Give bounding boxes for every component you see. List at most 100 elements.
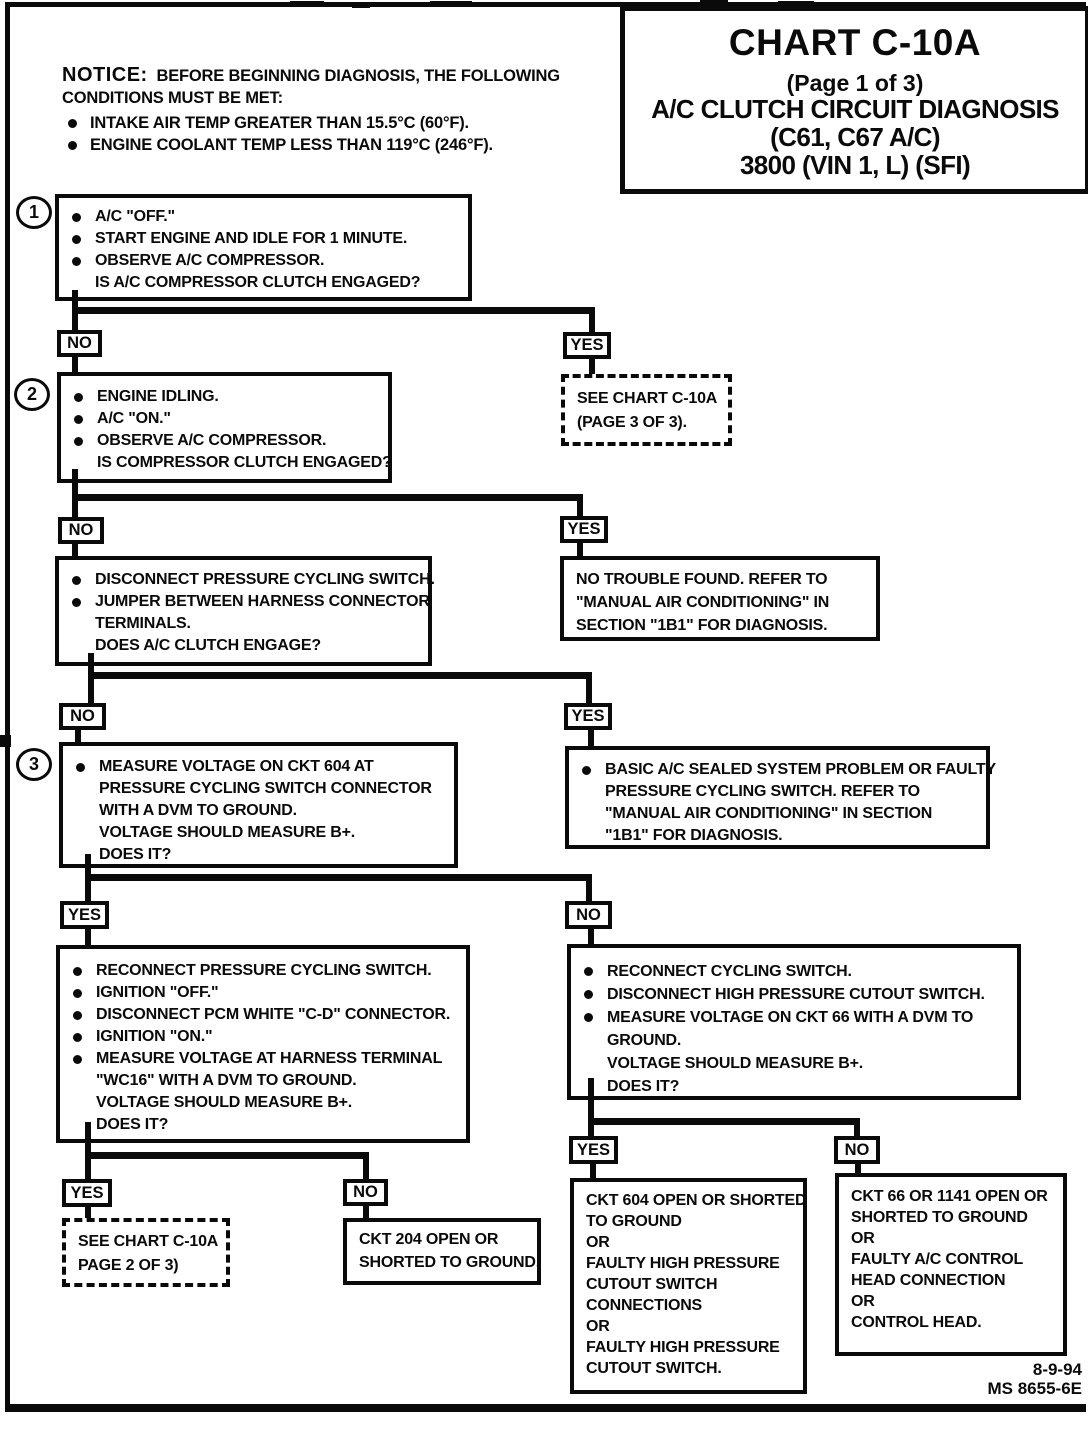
node-line: GROUND. bbox=[607, 1032, 682, 1049]
connector-line bbox=[85, 1152, 369, 1159]
flow-node-step2: ENGINE IDLING. A/C "ON." OBSERVE A/C COM… bbox=[57, 372, 392, 483]
flow-node-ckt66-fault: CKT 66 OR 1141 OPEN OR SHORTED TO GROUND… bbox=[835, 1173, 1067, 1356]
node-line: DOES A/C CLUTCH ENGAGE? bbox=[95, 637, 321, 654]
step-circle-3: 3 bbox=[16, 748, 52, 781]
connector-line bbox=[85, 1206, 91, 1220]
node-line: BASIC A/C SEALED SYSTEM PROBLEM OR FAULT… bbox=[605, 761, 996, 778]
notice-item: INTAKE AIR TEMP GREATER THAN 15.5°C (60°… bbox=[62, 112, 567, 134]
node-line: MEASURE VOLTAGE ON CKT 66 WITH A DVM TO bbox=[607, 1009, 974, 1026]
chart-subtitle-codes: (C61, C67 A/C) bbox=[770, 122, 940, 152]
flow-node-reconnect-pcs: RECONNECT PRESSURE CYCLING SWITCH. IGNIT… bbox=[56, 945, 470, 1143]
decision-tag-no: NO bbox=[57, 330, 102, 357]
decision-tag-no: NO bbox=[58, 517, 104, 544]
node-line: SEE CHART C-10A bbox=[78, 1233, 219, 1250]
node-line: "1B1" FOR DIAGNOSIS. bbox=[605, 827, 783, 844]
flow-node-no-trouble: NO TROUBLE FOUND. REFER TO "MANUAL AIR C… bbox=[560, 556, 880, 641]
node-line: SECTION "1B1" FOR DIAGNOSIS. bbox=[576, 617, 828, 634]
decision-tag-no: NO bbox=[343, 1179, 388, 1206]
connector-line bbox=[577, 501, 583, 517]
footer-doc-code: MS 8655-6E bbox=[987, 1379, 1083, 1398]
scan-artifact bbox=[700, 0, 728, 5]
connector-line bbox=[85, 929, 91, 946]
node-line: CKT 66 OR 1141 OPEN OR bbox=[851, 1188, 1048, 1205]
decision-tag-no: NO bbox=[59, 703, 106, 730]
node-line: DISCONNECT HIGH PRESSURE CUTOUT SWITCH. bbox=[607, 986, 985, 1003]
flow-node-basic-ac: BASIC A/C SEALED SYSTEM PROBLEM OR FAULT… bbox=[565, 746, 996, 849]
node-line: IGNITION "OFF." bbox=[96, 984, 219, 1001]
node-line: SEE CHART C-10A bbox=[577, 390, 718, 407]
connector-line bbox=[72, 290, 78, 309]
node-line: CUTOUT SWITCH bbox=[586, 1276, 718, 1293]
node-line: HEAD CONNECTION bbox=[851, 1272, 1006, 1289]
node-line: SHORTED TO GROUND bbox=[851, 1209, 1028, 1226]
bullet-icon bbox=[584, 967, 593, 976]
connector-line bbox=[588, 929, 594, 944]
connector-line bbox=[72, 307, 595, 314]
node-line: FAULTY A/C CONTROL bbox=[851, 1251, 1024, 1268]
scan-artifact bbox=[290, 1, 324, 7]
node-line: IS COMPRESSOR CLUTCH ENGAGED? bbox=[97, 454, 392, 471]
bullet-icon bbox=[584, 1013, 593, 1022]
bullet-icon bbox=[74, 415, 83, 424]
page-indicator: (Page 1 of 3) bbox=[786, 70, 924, 96]
flow-node-see-page2: SEE CHART C-10A PAGE 2 OF 3) bbox=[62, 1218, 230, 1287]
bullet-icon bbox=[72, 576, 81, 585]
node-line: PRESSURE CYCLING SWITCH CONNECTOR bbox=[99, 780, 432, 797]
node-line: "MANUAL AIR CONDITIONING" IN SECTION bbox=[605, 805, 933, 822]
bullet-icon bbox=[73, 989, 82, 998]
bullet-icon bbox=[73, 1011, 82, 1020]
node-line: MEASURE VOLTAGE ON CKT 604 AT bbox=[99, 758, 374, 775]
node-line: VOLTAGE SHOULD MEASURE B+. bbox=[99, 824, 356, 841]
connector-line bbox=[72, 544, 78, 558]
bullet-icon bbox=[73, 1033, 82, 1042]
node-line: RECONNECT CYCLING SWITCH. bbox=[607, 963, 852, 980]
flow-node-ckt604-fault: CKT 604 OPEN OR SHORTED TO GROUND OR FAU… bbox=[570, 1178, 807, 1394]
connector-line bbox=[72, 501, 78, 518]
connector-line bbox=[72, 494, 583, 501]
node-line: CUTOUT SWITCH. bbox=[586, 1360, 722, 1377]
notice-text: NOTICE: BEFORE BEGINNING DIAGNOSIS, THE … bbox=[62, 64, 567, 109]
node-line: OR bbox=[851, 1293, 875, 1310]
node-line: DOES IT? bbox=[96, 1116, 169, 1133]
scan-artifact bbox=[0, 735, 11, 747]
bullet-icon bbox=[72, 257, 81, 266]
node-line: CKT 204 OPEN OR bbox=[359, 1231, 499, 1248]
decision-tag-yes: YES bbox=[60, 901, 109, 929]
step-circle-1: 1 bbox=[16, 196, 52, 229]
connector-line bbox=[589, 359, 595, 376]
flow-node-ckt604-voltage: MEASURE VOLTAGE ON CKT 604 AT PRESSURE C… bbox=[59, 742, 458, 868]
node-line: ENGINE IDLING. bbox=[97, 388, 219, 405]
decision-tag-yes: YES bbox=[560, 516, 608, 543]
bottom-rule bbox=[5, 1404, 1086, 1412]
node-line: A/C "OFF." bbox=[95, 208, 175, 225]
connector-line bbox=[88, 653, 94, 673]
chart-subtitle-engine: 3800 (VIN 1, L) (SFI) bbox=[739, 150, 971, 180]
connector-line bbox=[588, 1078, 594, 1121]
node-line: VOLTAGE SHOULD MEASURE B+. bbox=[96, 1094, 353, 1111]
connector-line bbox=[590, 1164, 596, 1179]
connector-line bbox=[577, 543, 583, 558]
connector-line bbox=[72, 469, 78, 495]
connector-line bbox=[85, 1159, 91, 1180]
decision-tag-yes: YES bbox=[62, 1179, 112, 1207]
node-line: RECONNECT PRESSURE CYCLING SWITCH. bbox=[96, 962, 432, 979]
node-line: NO TROUBLE FOUND. REFER TO bbox=[576, 571, 828, 588]
connector-line bbox=[72, 357, 78, 373]
footer-block: 8-9-94 MS 8655-6E bbox=[862, 1360, 1083, 1398]
connector-line bbox=[586, 881, 592, 903]
connector-line bbox=[588, 1118, 860, 1125]
node-line: START ENGINE AND IDLE FOR 1 MINUTE. bbox=[95, 230, 408, 247]
title-box: CHART C-10A (Page 1 of 3) A/C CLUTCH CIR… bbox=[620, 6, 1088, 194]
scan-artifact bbox=[352, 3, 370, 8]
node-line: TO GROUND bbox=[586, 1213, 682, 1230]
connector-line bbox=[88, 672, 592, 679]
connector-line bbox=[85, 874, 592, 881]
node-line: OR bbox=[586, 1318, 610, 1335]
node-line: OR bbox=[851, 1230, 875, 1247]
node-line: PAGE 2 OF 3) bbox=[78, 1257, 179, 1274]
node-line: VOLTAGE SHOULD MEASURE B+. bbox=[607, 1055, 864, 1072]
node-line: IS A/C COMPRESSOR CLUTCH ENGAGED? bbox=[95, 274, 421, 291]
node-line: TERMINALS. bbox=[95, 615, 191, 632]
connector-line bbox=[85, 854, 91, 877]
